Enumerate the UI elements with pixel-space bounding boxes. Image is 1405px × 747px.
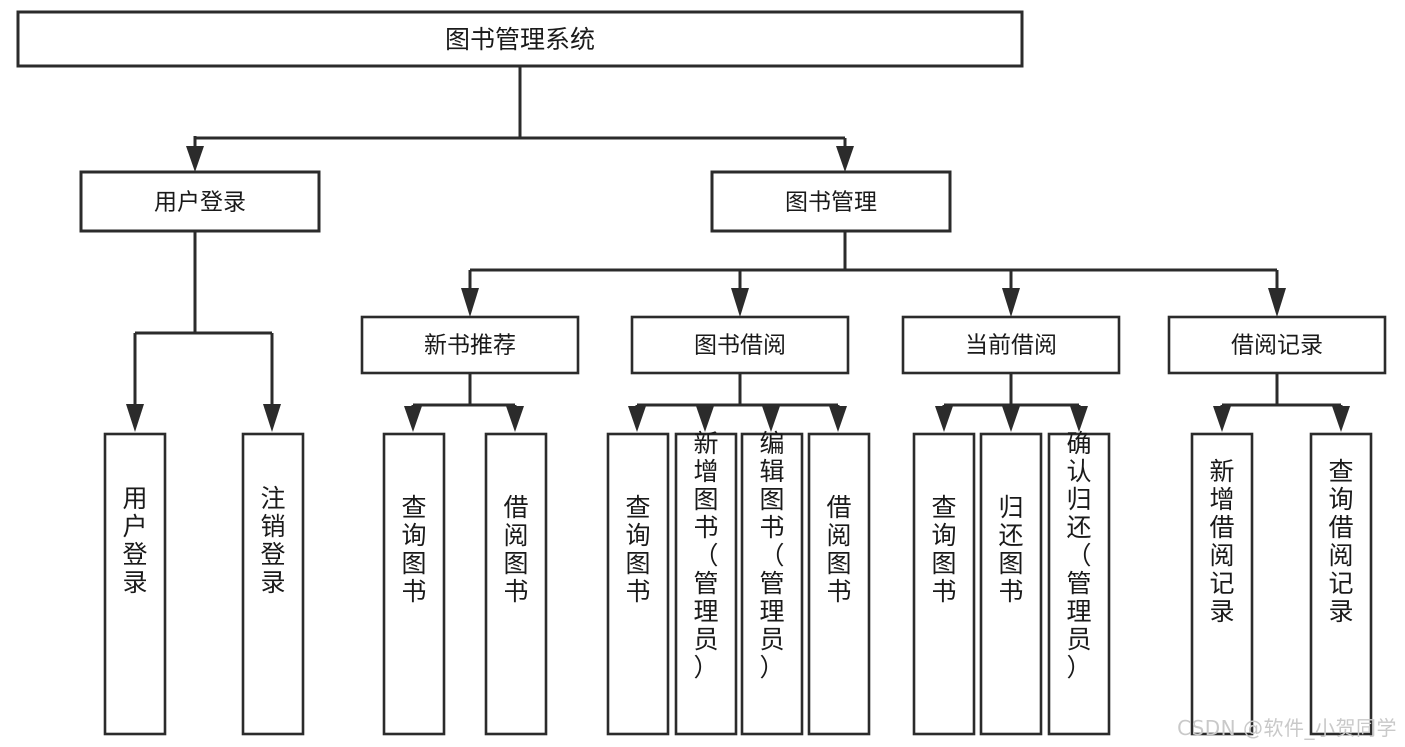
node-leaf-borrow-book-1-label: 借阅图书 [503, 493, 528, 606]
node-leaf-query-record[interactable]: 查询借阅记录 [1309, 432, 1373, 736]
node-leaf-user-login[interactable]: 用户登录 [103, 432, 167, 736]
arrow-icon [1268, 288, 1286, 317]
node-leaf-add-record-label: 新增借阅记录 [1209, 457, 1234, 626]
node-book-borrow-label: 图书借阅 [694, 333, 786, 359]
arrow-icon [506, 406, 524, 432]
node-leaf-add-book[interactable]: 新增图书（管理员） [674, 429, 738, 736]
node-user-login-label: 用户登录 [154, 190, 246, 216]
node-root[interactable]: 图书管理系统 [16, 10, 1024, 68]
node-new-book-rec[interactable]: 新书推荐 [360, 315, 580, 375]
node-book-manage-label: 图书管理 [785, 190, 877, 216]
arrow-icon [1002, 288, 1020, 317]
arrow-icon [263, 404, 281, 432]
node-leaf-query-book-1-label: 查询图书 [401, 493, 426, 606]
node-leaf-query-book-3-label: 查询图书 [931, 493, 956, 606]
node-leaf-add-record[interactable]: 新增借阅记录 [1190, 432, 1254, 736]
arrow-icon [126, 404, 144, 432]
node-leaf-query-book-3[interactable]: 查询图书 [912, 432, 976, 736]
node-leaf-user-logout[interactable]: 注销登录 [241, 432, 305, 736]
arrow-icon [829, 406, 847, 432]
node-leaf-borrow-book-1[interactable]: 借阅图书 [484, 432, 548, 736]
node-new-book-rec-label: 新书推荐 [424, 333, 516, 359]
node-user-login[interactable]: 用户登录 [79, 170, 321, 233]
node-borrow-record[interactable]: 借阅记录 [1167, 315, 1387, 375]
arrow-icon [731, 288, 749, 317]
connector-bookborrow-to-leaves [628, 373, 847, 432]
node-borrow-record-label: 借阅记录 [1231, 333, 1323, 359]
node-leaf-query-book-2-label: 查询图书 [625, 493, 650, 606]
node-root-label: 图书管理系统 [445, 25, 595, 54]
arrow-icon [1002, 406, 1020, 432]
connector-userlogin-to-leaves [126, 231, 281, 432]
node-leaf-borrow-book-2-label: 借阅图书 [826, 493, 851, 606]
node-leaf-edit-book[interactable]: 编辑图书（管理员） [740, 429, 804, 736]
node-leaf-query-record-label: 查询借阅记录 [1328, 457, 1353, 626]
node-leaf-return-book[interactable]: 归还图书 [979, 432, 1043, 736]
connector-currentborrow-to-leaves [935, 373, 1088, 432]
node-leaf-user-login-label: 用户登录 [122, 484, 147, 597]
connector-newbook-to-leaves [404, 373, 524, 432]
node-leaf-user-logout-label: 注销登录 [260, 484, 285, 597]
node-current-borrow[interactable]: 当前借阅 [901, 315, 1121, 375]
node-leaf-borrow-book-2[interactable]: 借阅图书 [807, 432, 871, 736]
connector-borrowrecord-to-leaves [1213, 373, 1350, 432]
node-leaf-confirm-return[interactable]: 确认归还（管理员） [1047, 429, 1111, 736]
arrow-icon [1070, 406, 1088, 432]
node-leaf-edit-book-label: 编辑图书（管理员） [759, 429, 784, 682]
node-book-borrow[interactable]: 图书借阅 [630, 315, 850, 375]
arrow-icon [836, 146, 854, 172]
node-leaf-confirm-return-label: 确认归还（管理员） [1066, 429, 1091, 682]
node-leaf-query-book-1[interactable]: 查询图书 [382, 432, 446, 736]
arrow-icon [935, 406, 953, 432]
arrow-icon [186, 146, 204, 172]
arrow-icon [461, 288, 479, 317]
arrow-icon [628, 406, 646, 432]
arrow-icon [404, 406, 422, 432]
arrow-icon [696, 406, 714, 432]
node-book-manage[interactable]: 图书管理 [710, 170, 952, 233]
node-current-borrow-label: 当前借阅 [965, 333, 1057, 359]
node-leaf-query-book-2[interactable]: 查询图书 [606, 432, 670, 736]
node-leaf-return-book-label: 归还图书 [998, 493, 1023, 606]
arrow-icon [1213, 406, 1231, 432]
node-leaf-add-book-label: 新增图书（管理员） [693, 429, 718, 682]
arrow-icon [1332, 406, 1350, 432]
connector-root-to-level2 [186, 66, 854, 172]
arrow-icon [762, 406, 780, 432]
connector-bookmanage-to-level3 [461, 231, 1286, 317]
